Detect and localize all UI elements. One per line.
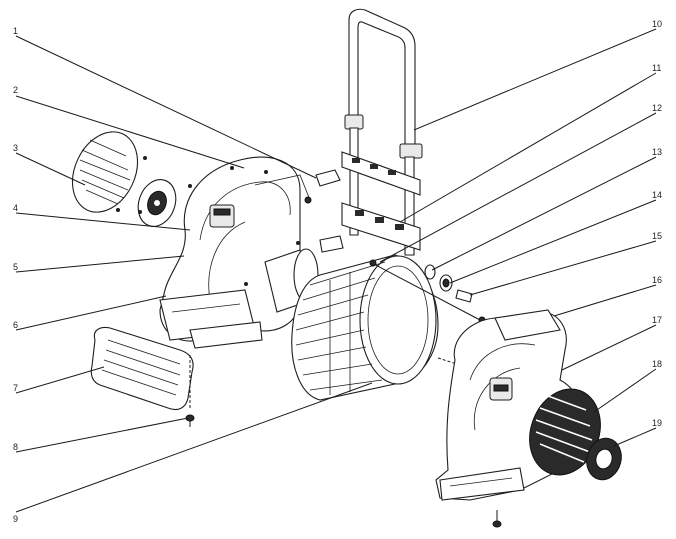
- rear-grille: [529, 388, 601, 476]
- callout-9: 9: [13, 514, 18, 524]
- callout-4: 4: [13, 203, 18, 213]
- callout-14: 14: [652, 190, 662, 200]
- handle: [341, 8, 423, 256]
- callout-19: 19: [652, 418, 662, 428]
- bottom-screw: [492, 510, 502, 528]
- callout-17: 17: [652, 315, 662, 325]
- hardware-parts: [116, 156, 486, 324]
- callout-5: 5: [13, 262, 18, 272]
- callout-12: 12: [652, 103, 662, 113]
- control-knob: [586, 437, 622, 481]
- callout-labels: 1 2 3 4 5 6 7 8 9 10 11 12 13 14 15 16 1…: [13, 19, 662, 524]
- callout-7: 7: [13, 383, 18, 393]
- screw: [185, 414, 195, 427]
- left-housing: [159, 156, 311, 349]
- front-grille-disc: [71, 131, 139, 213]
- filter-panel: [90, 326, 194, 411]
- callout-6: 6: [13, 320, 18, 330]
- callout-2: 2: [13, 85, 18, 95]
- blower-wheel: [291, 254, 461, 401]
- callout-18: 18: [652, 359, 662, 369]
- small-impeller: [137, 179, 177, 227]
- leader-lines: [15, 28, 657, 513]
- callout-16: 16: [652, 275, 662, 285]
- callout-1: 1: [13, 26, 18, 36]
- callout-13: 13: [652, 147, 662, 157]
- callout-15: 15: [652, 231, 662, 241]
- callout-8: 8: [13, 442, 18, 452]
- callout-3: 3: [13, 143, 18, 153]
- callout-10: 10: [652, 19, 662, 29]
- callout-11: 11: [652, 63, 661, 73]
